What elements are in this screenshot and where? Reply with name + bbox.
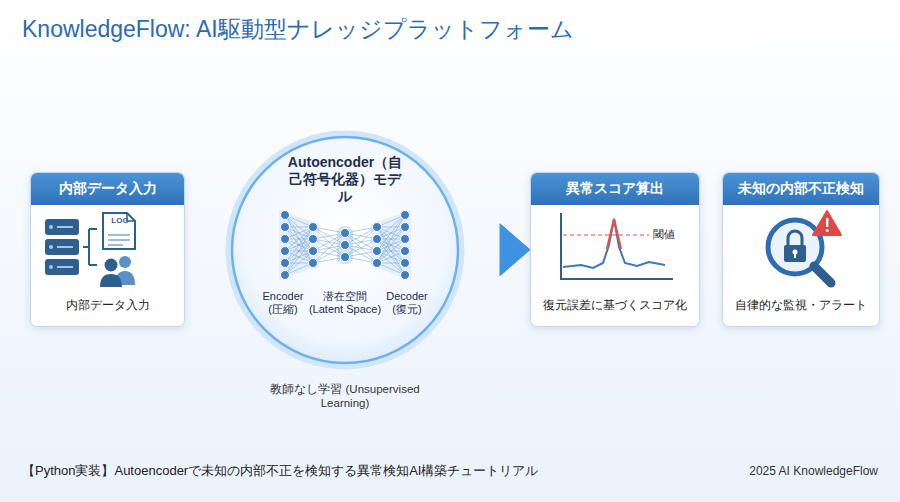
stage-box: 未知の内部不正検知自律的な監視・アラート: [722, 172, 880, 327]
flow-band: [185, 249, 227, 250]
box-heading: 内部データ入力: [31, 173, 184, 205]
method-note: 教師なし学習 (Unsupervised Learning): [245, 382, 445, 411]
detection-icon: [723, 205, 879, 293]
connector-line: [463, 242, 501, 258]
model-part-label: 潜在空間 (Latent Space): [307, 290, 383, 316]
stage-box: 異常スコア算出閾値復元誤差に基づくスコア化: [530, 172, 700, 327]
model-part-label: Decoder (復元): [381, 290, 433, 316]
connector-line: [700, 238, 722, 262]
data-source-icon: [31, 205, 184, 293]
box-text: 復元誤差に基づくスコア化: [531, 293, 699, 326]
box-text: 自律的な監視・アラート: [723, 293, 879, 326]
connector-line: [185, 231, 227, 269]
model-title: Autoencoder（自己符号化器）モデル: [285, 154, 405, 204]
log-label: LOG: [107, 216, 133, 226]
icon-area: LOG: [31, 205, 184, 293]
model-circle: Autoencoder（自己符号化器）モデル Encoder (圧縮)潜在空間 (…: [225, 130, 465, 370]
box-heading: 未知の内部不正検知: [723, 173, 879, 205]
page-caption: 【Python実装】Autoencoderで未知の内部不正を検知する異常検知AI…: [22, 462, 538, 480]
footer-note: 2025 AI KnowledgeFlow: [749, 464, 878, 479]
flow-arrow: [463, 224, 530, 276]
icon-area: 閾値: [531, 205, 699, 293]
icon-area: [723, 205, 879, 293]
threshold-label: 閾値: [653, 228, 693, 242]
box-heading: 異常スコア算出: [531, 173, 699, 205]
stage-box: 内部データ入力 LOG 内部データ入力: [30, 172, 185, 327]
score-chart-icon: [531, 205, 699, 293]
flow-band: [700, 249, 722, 250]
model-part-label: Encoder (圧縮): [257, 290, 309, 316]
arrow-head: [500, 224, 530, 276]
page-title: KnowledgeFlow: AI駆動型ナレッジプラットフォーム: [22, 14, 574, 45]
box-text: 内部データ入力: [31, 293, 184, 326]
